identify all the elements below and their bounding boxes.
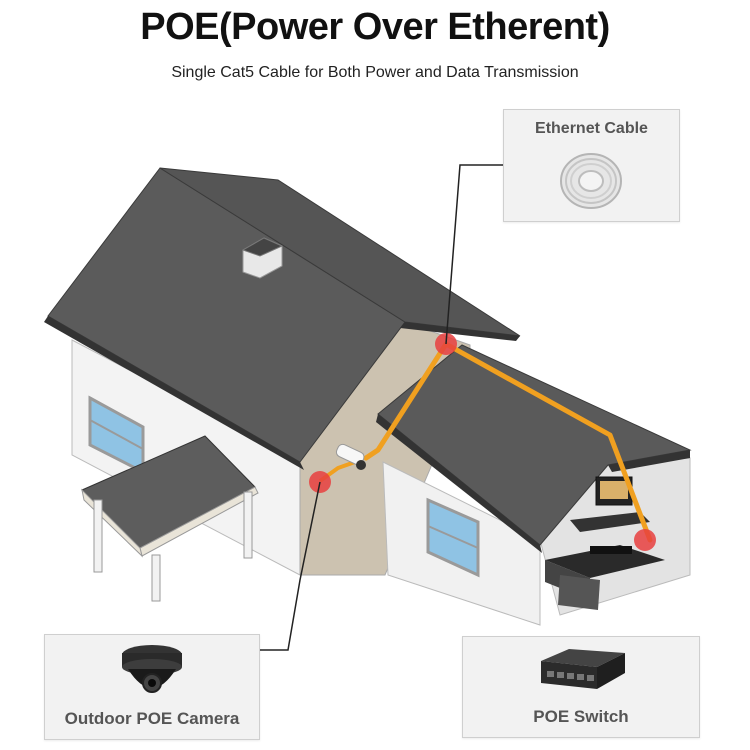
desk bbox=[545, 545, 665, 578]
tv-cabinet bbox=[570, 512, 650, 532]
poe-switch-callout: POE Switch bbox=[462, 636, 700, 738]
porch-post bbox=[151, 554, 161, 602]
main-roof-back-edge bbox=[400, 322, 520, 341]
main-roof-edge bbox=[44, 316, 304, 470]
outdoor-bullet-camera bbox=[335, 443, 366, 470]
leader-line-camera bbox=[258, 481, 321, 651]
page-title: POE(Power Over Etherent) bbox=[140, 6, 610, 48]
connection-point-switch bbox=[634, 529, 656, 551]
porch-post bbox=[243, 491, 253, 559]
poe-switch-label: POE Switch bbox=[533, 707, 629, 726]
annex-roof-edge bbox=[376, 414, 542, 553]
leader-line-cable bbox=[445, 164, 503, 345]
ethernet-cable-callout: Ethernet Cable bbox=[503, 109, 680, 222]
porch-post bbox=[93, 499, 103, 573]
page-subtitle: Single Cat5 Cable for Both Power and Dat… bbox=[171, 64, 579, 81]
ethernet-cable-label: Ethernet Cable bbox=[535, 120, 648, 137]
chimney-top bbox=[241, 237, 284, 257]
dome-camera-icon bbox=[122, 645, 182, 693]
poe-switch-indoor bbox=[590, 546, 632, 554]
chair bbox=[558, 575, 600, 610]
outdoor-camera-callout: Outdoor POE Camera bbox=[44, 634, 260, 740]
network-switch-icon bbox=[541, 649, 625, 689]
cable-coil-icon bbox=[560, 153, 622, 209]
outdoor-camera-label: Outdoor POE Camera bbox=[64, 709, 240, 728]
annex-roof-edge-right bbox=[608, 450, 690, 472]
